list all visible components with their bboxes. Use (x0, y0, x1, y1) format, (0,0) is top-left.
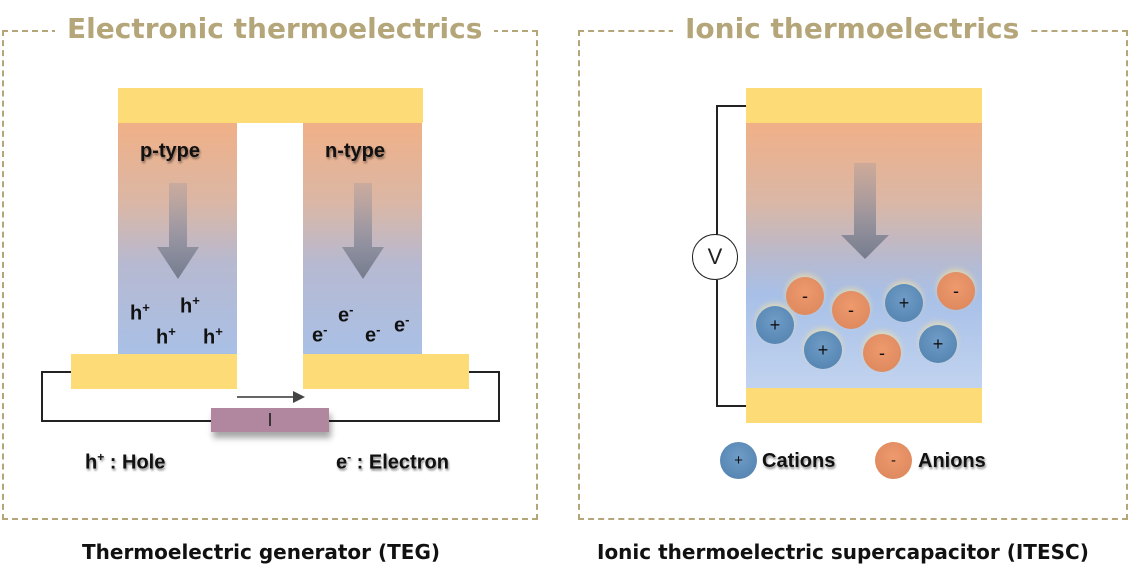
cation: + (885, 284, 923, 322)
heat-flow-arrow-n-icon (342, 183, 384, 279)
top-electrode (118, 88, 423, 123)
n-type-label: n-type (325, 140, 385, 162)
itesc-caption: Ionic thermoelectric supercapacitor (ITE… (597, 540, 1089, 564)
cation: + (756, 306, 794, 344)
hole: h+ (203, 324, 223, 349)
current-label: I (267, 409, 273, 430)
itesc-bottom-electrode (746, 388, 982, 423)
cation: + (919, 325, 957, 363)
hole: h+ (180, 293, 200, 318)
legend-hole: h+ : Hole (85, 450, 166, 474)
wire-left-top (41, 371, 71, 373)
anion: - (832, 291, 870, 329)
legend-anion-label: Anions (918, 450, 986, 472)
itesc-title: Ionic thermoelectrics (673, 12, 1032, 45)
electron: e- (312, 322, 328, 347)
heat-flow-arrow-p-icon (157, 183, 199, 279)
vm-wire-bottom (716, 405, 746, 407)
legend-cation-label: Cations (762, 450, 836, 472)
legend-cation-icon: + (720, 442, 757, 479)
current-direction-arrow-icon (237, 391, 305, 403)
electron: e- (394, 312, 410, 337)
hole: h+ (156, 324, 176, 349)
anion: - (786, 277, 824, 315)
anion: - (937, 272, 975, 310)
voltmeter-label: V (707, 244, 723, 269)
wire-bottom-right (328, 420, 499, 422)
wire-bottom-left (41, 420, 211, 422)
wire-right-vertical (498, 371, 500, 422)
itesc-top-electrode (746, 88, 982, 123)
bottom-electrode-n (303, 354, 469, 389)
p-type-label: p-type (140, 140, 200, 162)
legend-electron: e- : Electron (336, 450, 449, 474)
wire-left-vertical (41, 371, 43, 421)
hole: h+ (130, 300, 150, 325)
load-resistor: I (211, 408, 329, 432)
anion: - (863, 334, 901, 372)
bottom-electrode-p (71, 354, 237, 389)
electron: e- (365, 322, 381, 347)
vm-wire-top (716, 105, 746, 107)
wire-right-top (469, 371, 499, 373)
cation: + (804, 331, 842, 369)
teg-title: Electronic thermoelectrics (55, 12, 495, 45)
vm-wire-lower (716, 280, 718, 406)
legend-anion-icon: - (875, 442, 912, 479)
electron: e- (338, 302, 354, 327)
vm-wire-upper (716, 105, 718, 235)
voltmeter-icon: V (692, 234, 738, 280)
heat-flow-arrow-icon (841, 163, 889, 259)
teg-caption: Thermoelectric generator (TEG) (82, 540, 440, 564)
